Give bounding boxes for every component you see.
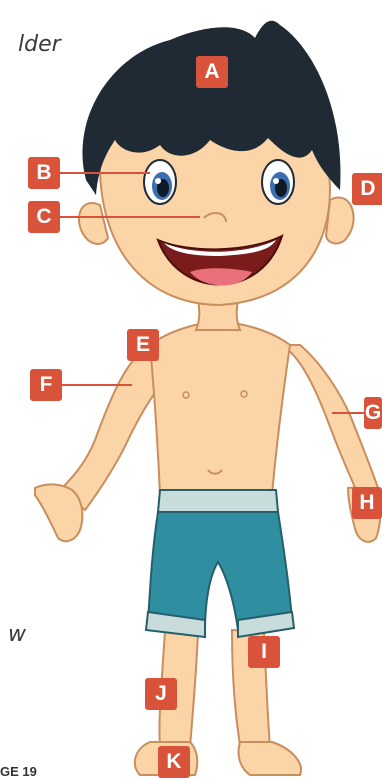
label-a: A — [196, 56, 228, 88]
leader-line-c — [60, 216, 200, 218]
label-d: D — [352, 173, 382, 205]
label-h: H — [352, 487, 382, 519]
label-f: F — [30, 369, 62, 401]
label-k: K — [158, 746, 190, 778]
label-b: B — [28, 157, 60, 189]
label-i: I — [248, 636, 280, 668]
shorts — [146, 490, 294, 637]
label-g: G — [364, 397, 382, 429]
label-j: J — [145, 678, 177, 710]
leader-line-b — [60, 172, 150, 174]
label-e: E — [127, 329, 159, 361]
label-c: C — [28, 201, 60, 233]
leader-line-f — [62, 384, 132, 386]
torso — [150, 322, 290, 495]
